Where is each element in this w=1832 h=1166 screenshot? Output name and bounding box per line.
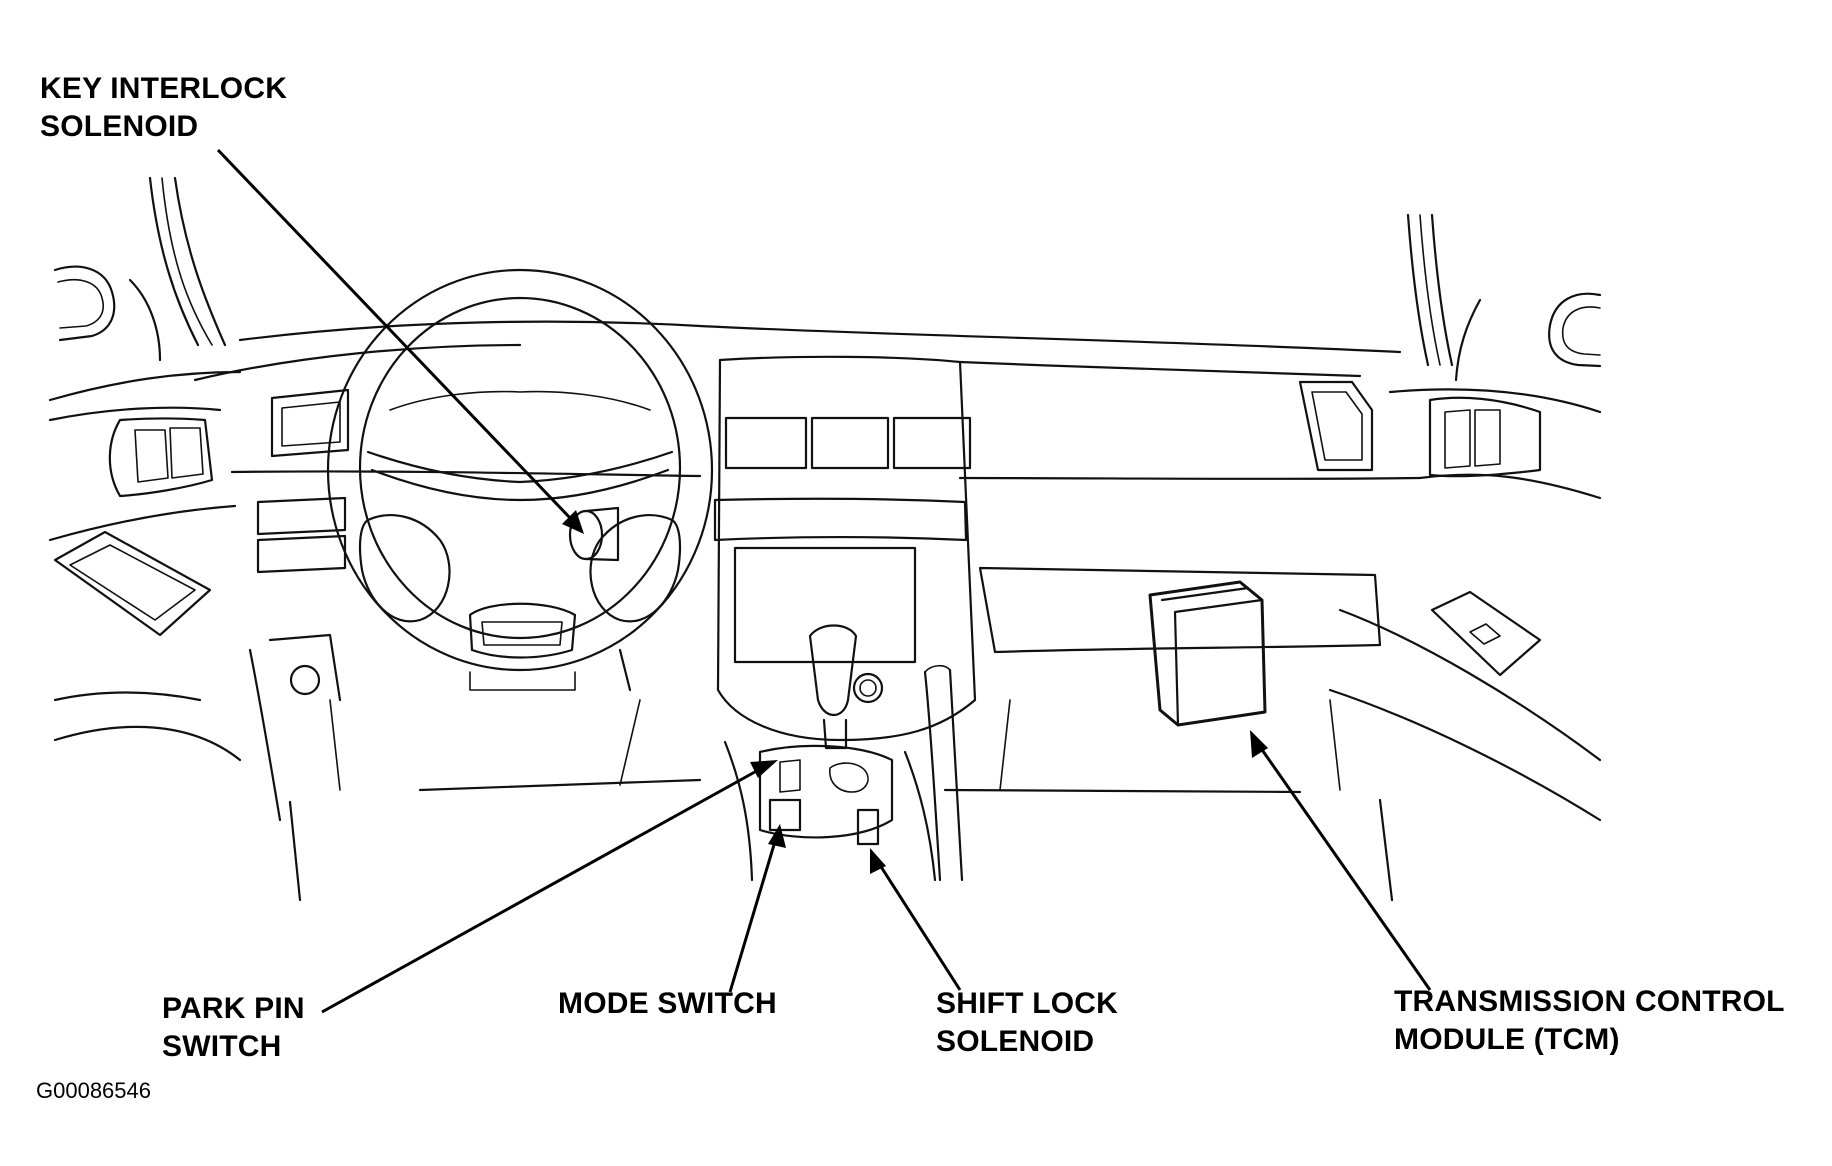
tcm-module <box>1148 580 1267 727</box>
center-stack <box>713 355 977 742</box>
arrowhead-shift-lock <box>870 848 886 874</box>
label-mode-switch: MODE SWITCH <box>558 985 777 1023</box>
leader-tcm <box>1256 743 1432 991</box>
label-line: SHIFT LOCK <box>936 987 1118 1020</box>
label-park-pin-switch: PARK PIN SWITCH <box>162 990 305 1066</box>
left-vents <box>256 388 350 574</box>
floor-tunnel <box>288 699 1394 902</box>
right-a-pillar <box>1406 213 1454 367</box>
steering-wheel <box>326 268 714 691</box>
leader-park-pin <box>321 766 763 1014</box>
right-mirror <box>1454 292 1602 382</box>
label-shift-lock-solenoid: SHIFT LOCK SOLENOID <box>936 985 1118 1061</box>
shift-lever <box>758 624 964 882</box>
figure-id: G00086546 <box>36 1078 151 1103</box>
left-door-panel <box>48 406 242 762</box>
label-line: SOLENOID <box>40 110 199 143</box>
ignition-key-cylinder <box>568 506 620 562</box>
label-transmission-control-module: TRANSMISSION CONTROL MODULE (TCM) <box>1394 983 1785 1059</box>
right-dashboard <box>958 360 1602 822</box>
label-line: SWITCH <box>162 1030 282 1063</box>
leader-key-interlock <box>216 148 574 522</box>
label-line: MODE SWITCH <box>558 987 777 1020</box>
arrowhead-park-pin <box>750 760 778 778</box>
label-line: MODULE (TCM) <box>1394 1023 1620 1056</box>
leader-lines <box>216 148 1432 1014</box>
label-line: TRANSMISSION CONTROL <box>1394 985 1785 1018</box>
leader-shift-lock <box>876 861 962 991</box>
left-a-pillar <box>148 176 227 347</box>
label-line: PARK PIN <box>162 992 305 1025</box>
arrowhead-tcm <box>1250 730 1268 758</box>
arrowhead-key-interlock <box>562 510 584 534</box>
label-line: KEY INTERLOCK <box>40 72 288 105</box>
left-mirror <box>53 265 162 362</box>
steering-column-area <box>248 633 632 822</box>
leader-mode-switch <box>728 837 778 993</box>
label-key-interlock-solenoid: KEY INTERLOCK SOLENOID <box>40 70 287 146</box>
label-line: SOLENOID <box>936 1025 1095 1058</box>
arrowhead-mode-switch <box>768 824 786 848</box>
